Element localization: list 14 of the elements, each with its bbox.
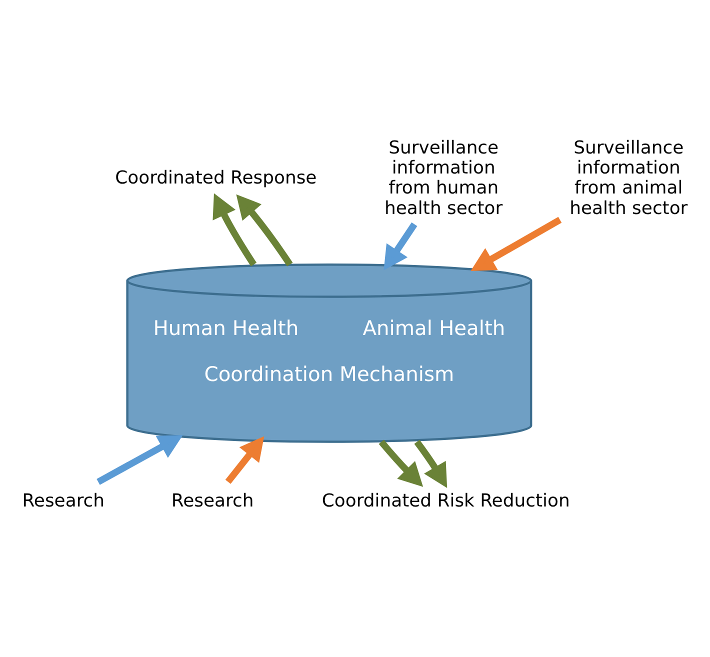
arrow — [414, 440, 448, 488]
node-text: Surveillance information from animal health sector — [570, 137, 688, 219]
arrow — [236, 194, 293, 266]
node-text: Surveillance information from human health sector — [384, 137, 503, 219]
arrow — [212, 193, 257, 266]
arrow — [378, 440, 424, 487]
node-text: Research — [22, 490, 105, 512]
node-text: Coordinated Risk Reduction — [322, 490, 570, 512]
arrow — [384, 222, 418, 270]
node-text: Coordinated Response — [115, 168, 317, 189]
arrow — [225, 436, 264, 484]
arrow — [470, 216, 562, 271]
node-text: Research — [171, 490, 254, 512]
arrow — [96, 435, 183, 485]
